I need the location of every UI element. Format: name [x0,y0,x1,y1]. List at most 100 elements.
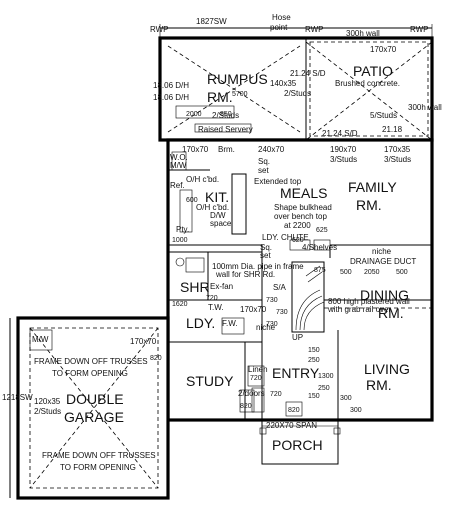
rumpus-rm-label: RM. [207,89,233,105]
dim-720-3: 720 [270,391,282,398]
beam-170x35: 170x35 [384,145,411,154]
wall-oven-note-1: W.O. [170,153,188,162]
dim-500-2: 500 [396,269,408,276]
sq-set-3: Sq. [260,243,272,252]
sq-set-2: set [258,166,269,175]
beam-170x70-1: 170x70 [182,145,209,154]
dishwasher-note-2: space [210,219,232,228]
dim-875: 875 [314,267,326,274]
porch-block [259,419,341,465]
kitchen-label: KIT. [205,189,229,205]
rumpus-studs-note-2: 2/Studs [284,89,311,98]
porch-outline [261,419,339,465]
extended-top-note: Extended top [254,177,302,186]
sliding-door-note-1: 21.24 S/D [290,69,326,78]
dim-5700: 5700 [232,91,248,98]
overhead-cupboard-note-2: O/H c'bd. [196,203,229,212]
dining-rm-label: RM. [378,305,404,321]
pipe-note-1: 100mm Dia. pipe in frame [212,262,304,271]
rumpus-patio-block [158,24,434,142]
double-label: DOUBLE [66,391,124,407]
laundry-chute-note: LDY. CHUTE [262,233,309,242]
dim-300-2: 300 [350,407,362,414]
sq-set-1: Sq. [258,157,270,166]
dim-1620: 1620 [172,301,188,308]
overhead-cupboard-note-1: O/H c'bd. [186,175,219,184]
beam-170x70-2: 170x70 [370,45,397,54]
washer-note: F.W. [222,319,238,328]
dim-730-1: 730 [266,297,278,304]
plastered-wall-note-1: 800 high plastered wall [328,297,410,306]
dim-720-1: 720 [206,295,218,302]
dim-500-1: 500 [340,269,352,276]
main-house [166,138,434,422]
frame-down-note-1: FRAME DOWN OFF TRUSSES [34,357,148,366]
dim-1000: 1000 [172,237,188,244]
sliding-door-note-2: 21.24 S/D [322,129,358,138]
sliding-door-note-3: 21.18 [382,125,403,134]
family-studs-note-1: 3/Studs [330,155,357,164]
stair-up-note: UP [292,333,303,342]
stair-outline [291,261,325,333]
rear-outer-wall [158,36,434,142]
drainage-duct-note: DRAINAGE DUCT [350,257,416,266]
patio-studs-note: 5/Studs [370,111,397,120]
garage-size-note-1: 120x35 [34,397,61,406]
smoke-alarm-note: S/A [273,283,287,292]
frame-down-note-2: TO FORM OPENING [52,369,128,378]
family-studs-note-2: 3/Studs [384,155,411,164]
dim-2000: 2000 [186,111,202,118]
niche-note-1: niche [372,247,392,256]
family-label: FAMILY [348,179,397,195]
dim-620: 620 [292,237,304,244]
dim-820-2: 820 [150,355,162,362]
window-1827-note: 1827SW [196,17,227,26]
beam-170x70-3: 170x70 [240,305,267,314]
dim-820-3: 820 [240,403,252,410]
patio-label: PATIO [353,63,393,79]
garage-outer-wall [16,316,170,500]
ex-fan-note: Ex-fan [210,282,233,291]
servery-note: Raised Servery [198,125,253,134]
garage-mw-note: M/W [32,335,49,344]
dim-300-1: 300 [340,395,352,402]
dishwasher-note-1: D/W [210,211,226,220]
linen-note: Linen [248,365,268,374]
shelves-note: 4/Shelves [302,243,337,252]
two-doors-note: 2/doors [238,389,265,398]
broom-note: Brm. [218,145,235,154]
bulkhead-note-3: at 2200 [284,221,311,230]
beam-240x70: 240x70 [258,145,285,154]
meals-label: MEALS [280,185,327,201]
dim-250-1: 250 [308,357,320,364]
window-1218-note: 1218SW [2,393,33,402]
dim-2050: 2050 [364,269,380,276]
door-head-note-2: 18.06 D/H [153,93,189,102]
beam-140x35: 140x35 [270,79,297,88]
dim-600: 600 [186,197,198,204]
hose-note-2: point [270,23,288,32]
dim-1300: 1300 [318,373,334,380]
dining-label: DINING [360,287,409,303]
kitchen-island [231,173,247,235]
beam-170x70-4: 170x70 [130,337,157,346]
door-head-note-1: 18.06 D/H [153,81,189,90]
dim-820-1: 820 [288,407,300,414]
dim-625: 625 [316,227,328,234]
trough-note: T.W. [208,303,224,312]
dim-730-2: 730 [276,309,288,316]
dim-720-2: 720 [250,375,262,382]
rwp-note-3: RWP [410,25,429,34]
porch-label: PORCH [272,437,323,453]
beam-190x70: 190x70 [330,145,357,154]
dim-150-2: 150 [308,393,320,400]
dim-730-3: 730 [266,321,278,328]
wall-300-note-2: 300h wall [408,103,442,112]
pantry-note: Pty. [176,225,189,234]
wall-oven-note-2: M/W [170,161,187,170]
dim-250-2: 250 [318,385,330,392]
niche-note-2: niche [256,323,276,332]
garage-size-note-2: 2/Studs [34,407,61,416]
frame-down-note-3: FRAME DOWN OFF TRUSSES [42,451,156,460]
